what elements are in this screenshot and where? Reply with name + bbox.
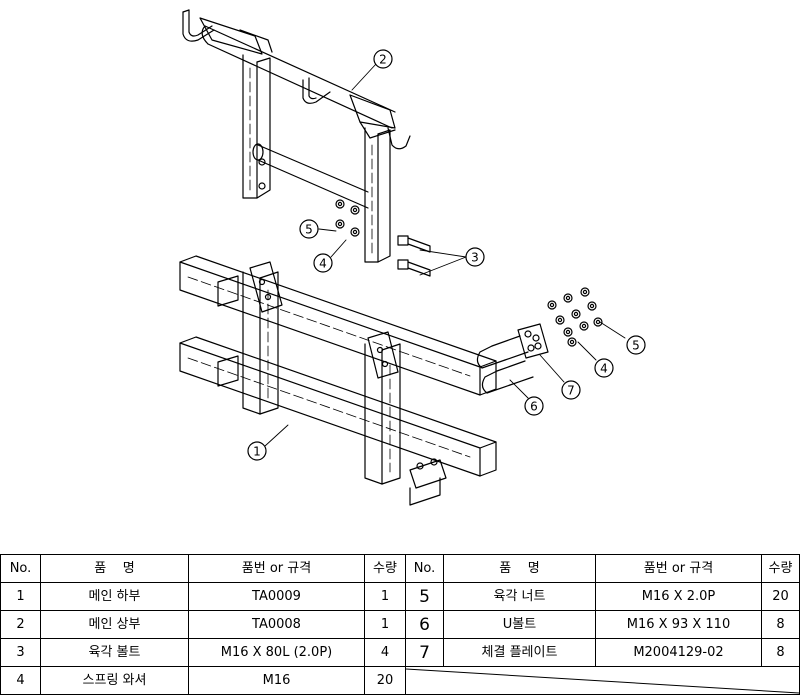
connecting-plate-part <box>517 323 549 359</box>
callout-4a: 4 <box>313 253 333 273</box>
table-row: 2 메인 상부 TA0008 1 <box>0 610 406 639</box>
callout-6: 6 <box>524 396 544 416</box>
table-header-row: No. 품 명 품번 or 규격 수량 <box>405 554 800 583</box>
row-qty: 8 <box>761 638 800 667</box>
header-name: 품 명 <box>40 554 189 583</box>
empty-row-diagonal <box>406 668 799 694</box>
callout-5a: 5 <box>299 219 319 239</box>
header-spec: 품번 or 규격 <box>188 554 365 583</box>
parts-list-right: No. 품 명 품번 or 규격 수량 5 육각 너트 M16 X 2.0P 2… <box>405 554 800 695</box>
header-spec: 품번 or 규격 <box>595 554 762 583</box>
header-qty: 수량 <box>364 554 406 583</box>
row-name: 메인 하부 <box>40 582 189 611</box>
header-no: No. <box>405 554 444 583</box>
table-row: 1 메인 하부 TA0009 1 <box>0 582 406 611</box>
right-fasteners <box>547 287 603 347</box>
row-no: 3 <box>0 638 41 667</box>
header-no: No. <box>0 554 41 583</box>
row-no: 4 <box>0 666 41 695</box>
row-spec: M2004129-02 <box>595 638 762 667</box>
exploded-assembly-drawing: 1 2 3 4 4 5 5 6 7 <box>179 9 646 506</box>
row-qty: 4 <box>364 638 406 667</box>
header-qty: 수량 <box>761 554 800 583</box>
table-row: 3 육각 볼트 M16 X 80L (2.0P) 4 <box>0 638 406 667</box>
svg-text:1: 1 <box>253 445 261 459</box>
row-spec: M16 <box>188 666 365 695</box>
svg-text:5: 5 <box>632 339 640 353</box>
row-name: 스프링 와셔 <box>40 666 189 695</box>
table-row: 6 U볼트 M16 X 93 X 110 8 <box>405 610 800 639</box>
hex-bolt-part <box>397 235 431 277</box>
row-name: 메인 상부 <box>40 610 189 639</box>
upper-frame-part <box>182 9 411 263</box>
table-row: 5 육각 너트 M16 X 2.0P 20 <box>405 582 800 611</box>
callout-3: 3 <box>465 247 485 267</box>
lower-frame-part <box>179 255 497 506</box>
row-no: 2 <box>0 610 41 639</box>
row-spec: TA0009 <box>188 582 365 611</box>
callout-1: 1 <box>247 441 267 461</box>
row-qty: 1 <box>364 582 406 611</box>
row-no: 5 <box>405 582 444 611</box>
header-name: 품 명 <box>443 554 596 583</box>
svg-text:7: 7 <box>567 384 575 398</box>
row-name: U볼트 <box>443 610 596 639</box>
callout-2: 2 <box>373 49 393 69</box>
row-qty: 1 <box>364 610 406 639</box>
table-header-row: No. 품 명 품번 or 규격 수량 <box>0 554 406 583</box>
row-name: 육각 볼트 <box>40 638 189 667</box>
parts-list-table: No. 품 명 품번 or 규격 수량 1 메인 하부 TA0009 1 2 메… <box>0 554 800 695</box>
callout-4b: 4 <box>594 358 614 378</box>
row-qty: 8 <box>761 610 800 639</box>
u-bolt-part <box>476 335 534 394</box>
row-name: 체결 플레이트 <box>443 638 596 667</box>
row-spec: TA0008 <box>188 610 365 639</box>
row-spec: M16 X 2.0P <box>595 582 762 611</box>
row-name: 육각 너트 <box>443 582 596 611</box>
upper-fasteners <box>335 199 360 237</box>
parts-list-left: No. 품 명 품번 or 규격 수량 1 메인 하부 TA0009 1 2 메… <box>0 554 406 695</box>
row-qty: 20 <box>364 666 406 695</box>
callout-7: 7 <box>561 380 581 400</box>
table-row: 7 체결 플레이트 M2004129-02 8 <box>405 638 800 667</box>
svg-text:4: 4 <box>600 362 608 376</box>
row-qty: 20 <box>761 582 800 611</box>
svg-text:2: 2 <box>379 53 387 67</box>
svg-text:6: 6 <box>530 400 538 414</box>
callout-5b: 5 <box>626 335 646 355</box>
svg-text:4: 4 <box>319 257 327 271</box>
table-row: 4 스프링 와셔 M16 20 <box>0 666 406 695</box>
empty-row <box>405 666 800 695</box>
svg-text:3: 3 <box>471 251 479 265</box>
svg-text:5: 5 <box>305 223 313 237</box>
row-spec: M16 X 93 X 110 <box>595 610 762 639</box>
row-no: 6 <box>405 610 444 639</box>
row-no: 1 <box>0 582 41 611</box>
row-no: 7 <box>405 638 444 667</box>
leader-lines <box>264 63 626 447</box>
empty-cell <box>405 666 800 695</box>
row-spec: M16 X 80L (2.0P) <box>188 638 365 667</box>
